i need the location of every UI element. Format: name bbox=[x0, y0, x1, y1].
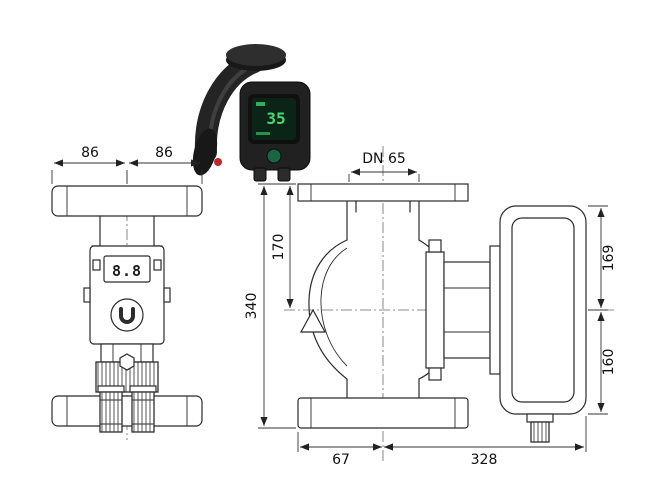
height-dimensions: 340 170 bbox=[244, 183, 296, 429]
front-bottom-flange bbox=[51, 395, 203, 427]
length-dimensions: 67 328 bbox=[297, 416, 587, 468]
side-clamp-ring bbox=[489, 245, 501, 375]
side-flange-bolt-bottom bbox=[428, 367, 442, 381]
side-motor-flange-ring bbox=[425, 251, 445, 369]
photo-top-flange-face bbox=[226, 44, 286, 66]
front-display-icon-left bbox=[92, 259, 101, 271]
product-photo: 35 bbox=[192, 44, 311, 182]
dim-label-169: 169 bbox=[601, 245, 617, 272]
front-display-icon-right bbox=[153, 259, 162, 271]
front-knob-u-groove bbox=[119, 307, 135, 324]
side-motor-lantern bbox=[443, 261, 491, 359]
side-top-flange bbox=[297, 183, 469, 202]
side-bottom-flange bbox=[297, 397, 469, 429]
dim-label-86-left: 86 bbox=[81, 145, 99, 161]
photo-display-pip-1 bbox=[256, 102, 265, 106]
side-lantern-ribs bbox=[444, 287, 490, 333]
side-volute-left-outline bbox=[308, 239, 348, 399]
photo-display-screen bbox=[252, 98, 296, 140]
height-extension-lines bbox=[258, 183, 296, 429]
front-bottom-flange-details bbox=[66, 396, 188, 426]
dim-label-67: 67 bbox=[332, 452, 350, 468]
side-cable-gland bbox=[526, 413, 554, 443]
side-flange-bolt-top bbox=[428, 239, 442, 253]
front-side-tab-left bbox=[83, 287, 91, 303]
front-top-flange-details bbox=[66, 186, 188, 216]
front-cable-gland-left bbox=[97, 385, 125, 433]
dim-label-86-right: 86 bbox=[155, 145, 173, 161]
gland-cap bbox=[97, 385, 125, 393]
photo-green-knob bbox=[266, 148, 282, 164]
front-neck-lines bbox=[91, 215, 163, 247]
motor-height-extension-lines bbox=[588, 205, 608, 415]
photo-red-indicator bbox=[214, 158, 222, 166]
photo-display-pip-2 bbox=[256, 132, 270, 135]
photo-display-value: 35 bbox=[266, 109, 285, 128]
gland-cap bbox=[129, 385, 157, 393]
photo-cable-gland-left bbox=[253, 167, 267, 182]
dim-label-160: 160 bbox=[601, 349, 617, 376]
front-top-flange bbox=[51, 185, 203, 217]
front-operating-knob bbox=[110, 298, 144, 332]
side-module-face-inner bbox=[511, 217, 575, 403]
dim-label-340: 340 bbox=[244, 293, 260, 320]
dn65-extension-lines bbox=[348, 174, 420, 182]
dim-label-328: 328 bbox=[471, 452, 498, 468]
gland-body-knurl bbox=[131, 391, 155, 433]
gland-collar-lines bbox=[100, 399, 122, 425]
front-view: 86 86 8.8 bbox=[51, 145, 203, 440]
side-suction-pipe bbox=[346, 200, 420, 241]
length-extension-lines bbox=[297, 416, 587, 452]
front-hex-plug bbox=[119, 353, 135, 371]
dn65-dimension: DN 65 bbox=[348, 151, 420, 182]
front-display-window bbox=[103, 255, 151, 283]
gland-body-knurl bbox=[530, 421, 550, 443]
gland-collar-lines bbox=[132, 399, 154, 425]
gland-collar bbox=[526, 413, 554, 423]
dim-label-dn65: DN 65 bbox=[362, 151, 406, 167]
motor-height-dimensions: 169 160 bbox=[588, 205, 617, 415]
flow-direction-triangle bbox=[299, 308, 327, 333]
side-view: DN 65 340 1 bbox=[244, 146, 617, 468]
photo-cable-gland-right bbox=[277, 167, 291, 182]
front-display-value: 8.8 bbox=[112, 262, 142, 280]
front-width-extension-lines bbox=[51, 170, 203, 184]
front-cable-gland-right bbox=[129, 385, 157, 433]
side-volute-inner-line bbox=[320, 247, 348, 367]
front-width-dimension: 86 86 bbox=[51, 145, 203, 184]
front-connector-details bbox=[112, 344, 142, 362]
side-bottom-flange-details bbox=[310, 398, 456, 428]
gland-body-knurl bbox=[99, 391, 123, 433]
side-top-flange-details bbox=[310, 184, 456, 201]
front-side-tab-right bbox=[163, 287, 171, 303]
dim-label-170: 170 bbox=[271, 234, 287, 261]
